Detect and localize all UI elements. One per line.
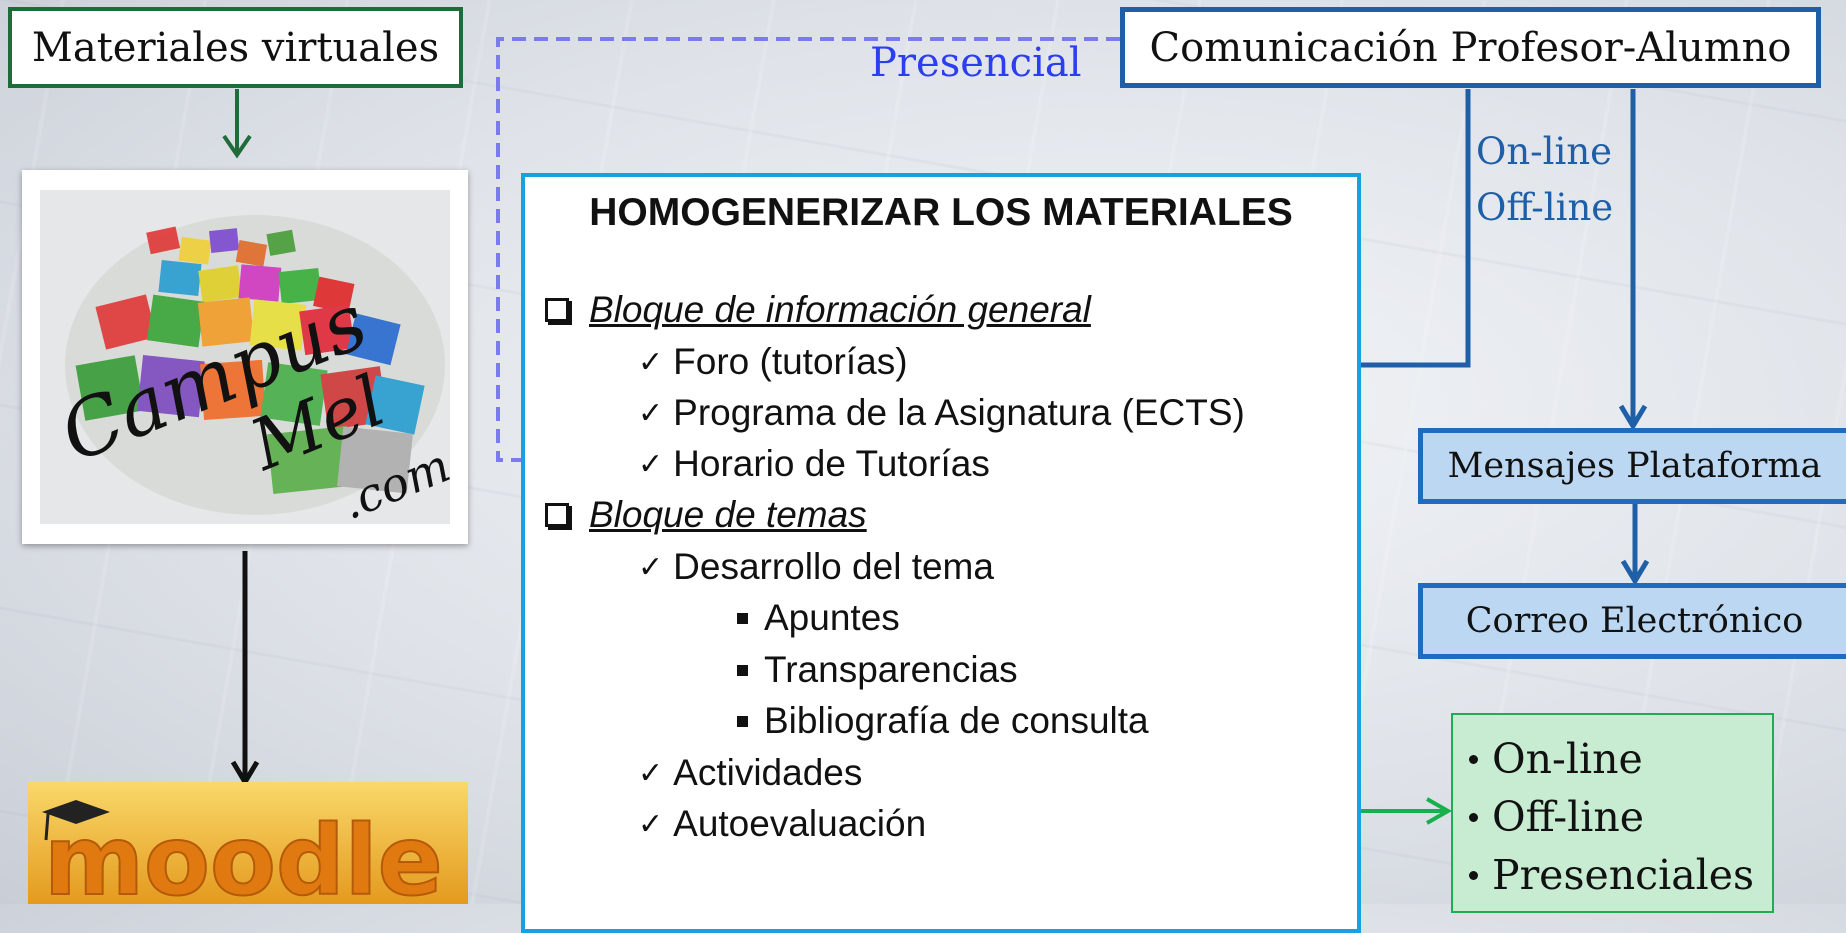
moodle-logo-image: moodle <box>28 782 468 904</box>
graduation-cap-icon <box>42 800 110 824</box>
list-item: Bibliografía de consulta <box>737 700 1149 742</box>
correo-electronico-label: Correo Electrónico <box>1465 601 1804 641</box>
arrow-materiales-to-campusmel <box>222 89 252 159</box>
arrow-campusmel-to-moodle <box>230 551 260 787</box>
list-item: ✓ Foro (tutorías) <box>638 341 908 383</box>
list-item: Apuntes <box>737 597 900 639</box>
materiales-virtuales-node: Materiales virtuales <box>8 7 463 88</box>
list-item: ✓ Horario de Tutorías <box>638 443 990 485</box>
item-apuntes: Apuntes <box>764 597 900 638</box>
block-temas: Bloque de temas <box>545 494 867 536</box>
list-item: On-line <box>1469 735 1643 783</box>
svg-text:moodle: moodle <box>44 805 443 904</box>
check-icon: ✓ <box>638 446 664 482</box>
list-item: ✓ Programa de la Asignatura (ECTS) <box>638 392 1245 434</box>
puzzle-globe-icon: Campus Mel .com <box>48 215 450 524</box>
block-informacion-general: Bloque de información general <box>545 289 1091 331</box>
mensajes-plataforma-node: Mensajes Plataforma <box>1418 428 1846 504</box>
item-horario: Horario de Tutorías <box>673 443 990 484</box>
item-programa: Programa de la Asignatura (ECTS) <box>673 392 1245 433</box>
evaluation-presenciales: Presenciales <box>1492 851 1755 899</box>
arrow-comunicacion-to-mensajes <box>1618 89 1648 431</box>
checkbox-square-icon <box>545 503 569 527</box>
campusmel-logo: Campus Mel .com <box>40 190 450 524</box>
evaluation-online: On-line <box>1492 735 1643 783</box>
item-foro: Foro (tutorías) <box>673 341 908 382</box>
square-bullet-icon <box>737 715 748 727</box>
campusmel-logo-frame: Campus Mel .com <box>22 170 468 544</box>
checkbox-square-icon <box>545 298 569 322</box>
list-item: ✓ Actividades <box>638 752 862 794</box>
online-label: On-line <box>1476 130 1613 173</box>
square-bullet-icon <box>737 664 748 676</box>
check-icon: ✓ <box>638 344 664 380</box>
item-autoevaluacion: Autoevaluación <box>673 803 927 844</box>
list-item: Presenciales <box>1469 851 1754 899</box>
comunicacion-node: Comunicación Profesor-Alumno <box>1120 7 1821 88</box>
item-bibliografia: Bibliografía de consulta <box>764 700 1149 741</box>
offline-label: Off-line <box>1476 186 1614 229</box>
bullet-icon <box>1469 754 1478 764</box>
item-desarrollo: Desarrollo del tema <box>673 546 994 587</box>
comunicacion-label: Comunicación Profesor-Alumno <box>1149 24 1792 71</box>
item-transparencias: Transparencias <box>764 649 1018 690</box>
evaluation-offline: Off-line <box>1492 793 1645 841</box>
block-temas-label: Bloque de temas <box>589 494 867 535</box>
list-item: Off-line <box>1469 793 1644 841</box>
item-actividades: Actividades <box>673 752 863 793</box>
check-icon: ✓ <box>638 755 664 791</box>
materiales-virtuales-label: Materiales virtuales <box>31 24 440 71</box>
homogenerizar-box: HOMOGENERIZAR LOS MATERIALES Bloque de i… <box>521 173 1361 933</box>
check-icon: ✓ <box>638 395 664 431</box>
list-item: ✓ Desarrollo del tema <box>638 546 994 588</box>
presencial-label: Presencial <box>870 40 1082 86</box>
arrow-mensajes-to-correo <box>1620 504 1650 586</box>
list-item: ✓ Autoevaluación <box>638 803 926 845</box>
check-icon: ✓ <box>638 806 664 842</box>
check-icon: ✓ <box>638 549 664 585</box>
homogenerizar-title: HOMOGENERIZAR LOS MATERIALES <box>589 191 1293 234</box>
moodle-logo: moodle <box>28 782 468 904</box>
list-item: Transparencias <box>737 649 1018 691</box>
bullet-icon <box>1469 870 1478 880</box>
square-bullet-icon <box>737 612 748 624</box>
bullet-icon <box>1469 812 1478 822</box>
block-informacion-general-label: Bloque de información general <box>589 289 1091 330</box>
mensajes-plataforma-label: Mensajes Plataforma <box>1447 446 1822 486</box>
correo-electronico-node: Correo Electrónico <box>1418 583 1846 659</box>
evaluation-box: On-line Off-line Presenciales <box>1451 713 1774 913</box>
